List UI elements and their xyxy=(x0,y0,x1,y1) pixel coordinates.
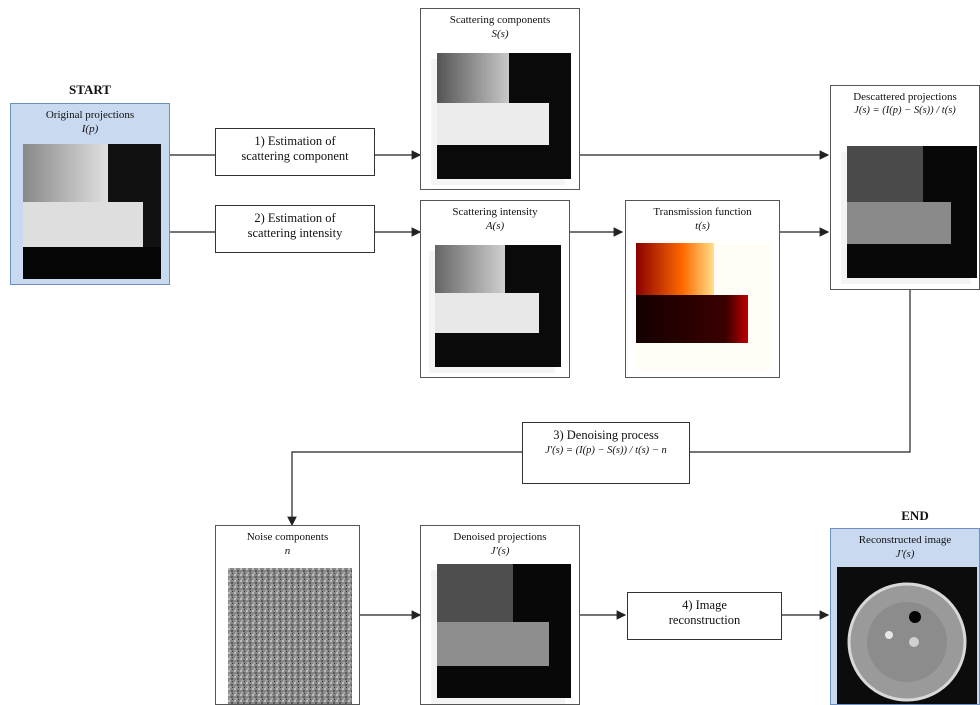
reconstructed-image-title: Reconstructed image xyxy=(858,534,952,546)
transmission-function-title: Transmission function xyxy=(653,206,752,218)
transmission-function-symbol: t(s) xyxy=(695,220,710,232)
reconstructed-image-symbol: J'(s) xyxy=(895,548,915,560)
original-projection-image xyxy=(23,144,161,279)
denoised-projection-image xyxy=(431,564,571,704)
step4-line2: reconstruction xyxy=(668,613,741,627)
transmission-function-image xyxy=(636,243,772,371)
scattering-components-symbol: S(s) xyxy=(491,28,509,40)
step1-estimation-scattering-component: 1) Estimation of scattering component xyxy=(215,128,375,176)
end-heading: END xyxy=(901,508,929,523)
scattering-intensity-title: Scattering intensity xyxy=(452,206,538,218)
step3-line1: 3) Denoising process xyxy=(553,428,659,442)
noise-components-panel: Noise components n xyxy=(215,525,360,705)
descattered-projections-formula: J(s) = (I(p) − S(s)) / t(s) xyxy=(854,105,956,116)
descattered-projections-title: Descattered projections xyxy=(853,91,957,103)
step1-line1: 1) Estimation of xyxy=(254,134,336,148)
step4-image-reconstruction: 4) Image reconstruction xyxy=(627,592,782,640)
step2-line2: scattering intensity xyxy=(247,226,343,240)
scattering-intensity-symbol: A(s) xyxy=(485,220,505,232)
original-projections-panel: Original projections I(p) xyxy=(10,103,170,285)
scattering-components-title: Scattering components xyxy=(449,14,551,26)
reconstructed-image-panel: Reconstructed image J'(s) xyxy=(830,528,980,705)
step1-line2: scattering component xyxy=(241,149,349,163)
scattering-intensity-image xyxy=(429,245,561,373)
scattering-intensity-panel: Scattering intensity A(s) xyxy=(420,200,570,378)
original-projections-title: Original projections xyxy=(45,109,135,121)
step4-line1: 4) Image xyxy=(682,598,727,612)
denoised-projections-panel: Denoised projections J'(s) xyxy=(420,525,580,705)
descattered-projection-image xyxy=(841,146,977,284)
transmission-function-panel: Transmission function t(s) xyxy=(625,200,780,378)
scattering-components-panel: Scattering components S(s) xyxy=(420,8,580,190)
reconstructed-ct-image xyxy=(837,567,977,704)
flow-line-descattered-to-step3 xyxy=(690,290,911,453)
start-heading: START xyxy=(69,82,111,97)
noise-components-title: Noise components xyxy=(246,531,329,543)
step2-estimation-scattering-intensity: 2) Estimation of scattering intensity xyxy=(215,205,375,253)
descattered-projections-panel: Descattered projections J(s) = (I(p) − S… xyxy=(830,85,980,290)
step3-denoising-process: 3) Denoising process J'(s) = (I(p) − S(s… xyxy=(522,422,690,484)
scattering-components-image xyxy=(431,53,571,185)
denoised-projections-symbol: J'(s) xyxy=(490,545,510,557)
denoised-projections-title: Denoised projections xyxy=(453,531,547,543)
noise-components-symbol: n xyxy=(284,545,291,557)
flow-arrow-step3-to-noise xyxy=(287,451,522,527)
step2-line1: 2) Estimation of xyxy=(254,211,336,225)
noise-components-image xyxy=(228,568,352,704)
original-projections-symbol: I(p) xyxy=(81,123,99,135)
step3-formula: J'(s) = (I(p) − S(s)) / t(s) − n xyxy=(545,445,667,456)
